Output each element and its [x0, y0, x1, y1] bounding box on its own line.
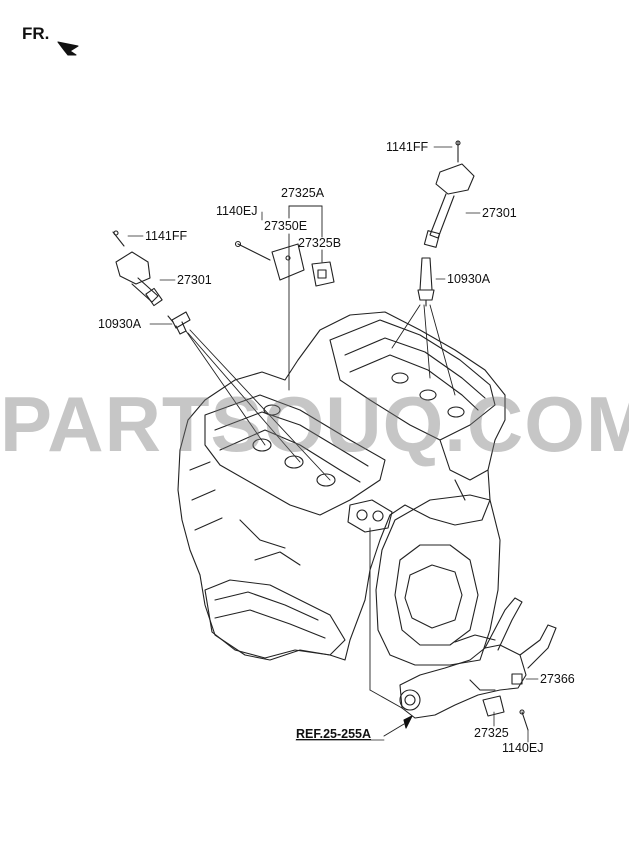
part-label-sensor-bottom[interactable]: 27325 — [474, 726, 509, 740]
part-label-coil-right[interactable]: 27301 — [482, 206, 517, 220]
spark-plug-right — [417, 257, 435, 307]
water-outlet — [399, 597, 557, 731]
part-label-sensor-group[interactable]: 27325A — [281, 186, 325, 200]
part-label-bolt-top-right[interactable]: 1141FF — [386, 140, 429, 154]
leader-lines — [127, 146, 539, 743]
reference-link[interactable]: REF.25-255A — [296, 727, 372, 741]
watermark: PARTSOUQ.COM — [0, 380, 629, 468]
ignition-coil-right — [423, 140, 475, 248]
part-label-plug-left[interactable]: 10930A — [98, 317, 142, 331]
part-label-bolt-bottom[interactable]: 1140EJ — [502, 741, 544, 755]
part-label-sensor-top[interactable]: 27325B — [298, 236, 342, 250]
part-label-bracket[interactable]: 27350E — [264, 219, 308, 233]
spark-plug-left — [167, 311, 191, 335]
engine-block — [177, 311, 506, 666]
part-label-plug-right[interactable]: 10930A — [447, 272, 491, 286]
part-label-connector[interactable]: 27366 — [540, 672, 575, 686]
part-label-bolt-left[interactable]: 1141FF — [145, 229, 188, 243]
front-direction-label: FR. — [22, 24, 50, 43]
ignition-coil-left — [112, 230, 163, 307]
part-label-coil-left[interactable]: 27301 — [177, 273, 212, 287]
part-label-bolt-bracket[interactable]: 1140EJ — [216, 204, 258, 218]
front-arrow-icon — [57, 41, 79, 56]
